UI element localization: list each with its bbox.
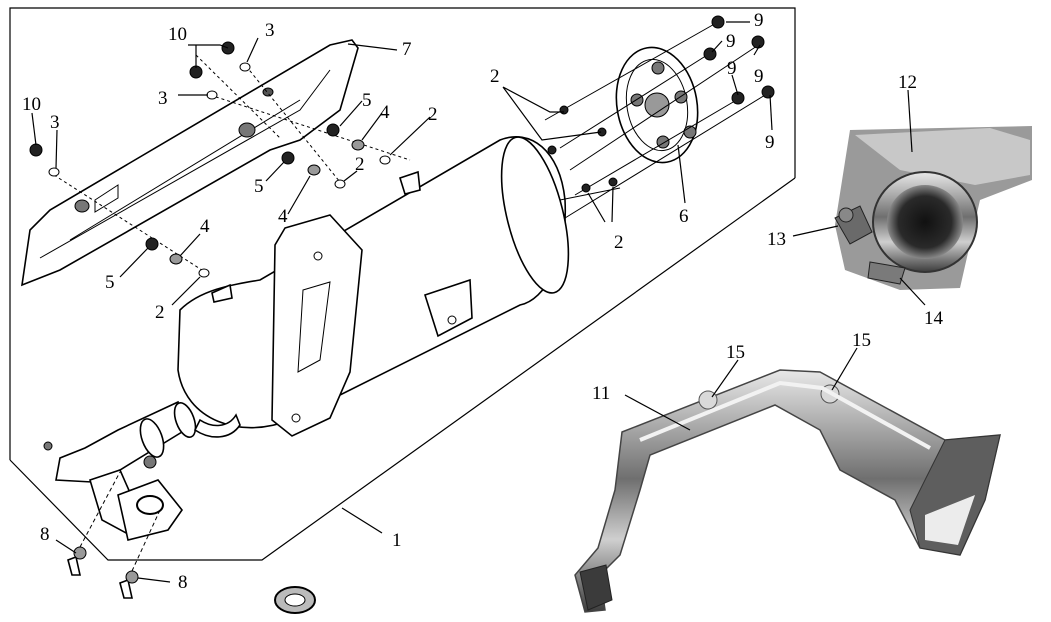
callout-4: 4 (200, 216, 210, 237)
callout-15: 15 (852, 330, 871, 351)
callout-10: 10 (22, 94, 41, 115)
assembly-frame (9, 7, 796, 561)
callout-9: 9 (727, 58, 737, 79)
callout-3: 3 (265, 20, 275, 41)
callout-2: 2 (490, 66, 500, 87)
callout-4: 4 (380, 102, 390, 123)
callout-2: 2 (428, 104, 438, 125)
muffler-end-cap (615, 46, 699, 164)
callout-2: 2 (155, 302, 165, 323)
callout-3: 3 (50, 112, 60, 133)
callout-6: 6 (679, 206, 689, 227)
callout-9: 9 (726, 31, 736, 52)
callout-9: 9 (754, 10, 764, 31)
callout-4: 4 (278, 206, 288, 227)
assembly-lines (53, 21, 771, 273)
bent-pipe-photo (574, 369, 1001, 613)
callout-5: 5 (362, 90, 372, 111)
exhaust-pipe (43, 400, 241, 541)
callout-1: 1 (392, 530, 402, 551)
pipe-end-photo (834, 126, 1032, 290)
callout-5: 5 (254, 176, 264, 197)
callout-2: 2 (614, 232, 624, 253)
exhaust-gasket (274, 586, 316, 614)
heat-shield (21, 39, 359, 287)
callout-labels: 1 7 10 10 3 3 3 5 5 5 4 4 4 2 2 2 2 2 6 … (22, 10, 944, 593)
callout-10: 10 (168, 24, 187, 45)
callout-2: 2 (355, 154, 365, 175)
muffler-body (177, 135, 570, 437)
small-hardware (29, 15, 775, 278)
callout-11: 11 (592, 383, 610, 404)
callout-5: 5 (105, 272, 115, 293)
leader-lines (31, 21, 926, 583)
callout-15: 15 (726, 342, 745, 363)
callout-12: 12 (898, 72, 917, 93)
callout-7: 7 (402, 39, 412, 60)
callout-13: 13 (767, 229, 786, 250)
callout-3: 3 (158, 88, 168, 109)
callout-8: 8 (178, 572, 188, 593)
flange-bolt-8 (67, 471, 161, 599)
callout-8: 8 (40, 524, 50, 545)
callout-9: 9 (754, 66, 764, 87)
callout-14: 14 (924, 308, 944, 329)
callout-9: 9 (765, 132, 775, 153)
